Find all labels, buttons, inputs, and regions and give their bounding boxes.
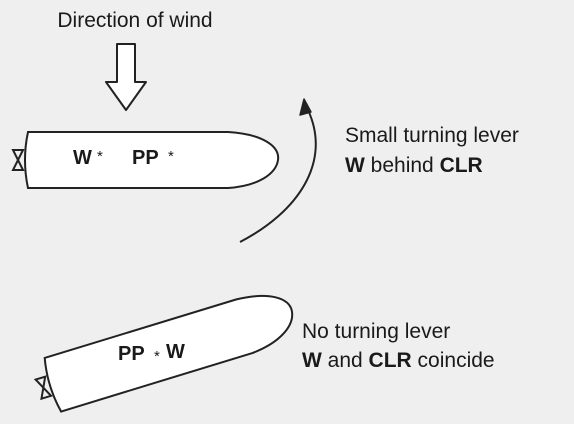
upper-ship-hull (24, 131, 280, 189)
upper-ship-rudder-icon (11, 149, 25, 171)
lower-caption-line1: No turning lever (302, 320, 450, 343)
lower-ship-w-label: W (166, 341, 185, 363)
lower-caption-mid: and (322, 349, 369, 372)
turning-arrowhead-icon (299, 98, 312, 116)
lower-caption-line2: W and CLR coincide (302, 349, 495, 372)
lower-ship-pp-label: PP (118, 343, 145, 365)
upper-ship-w-star-icon: * (97, 148, 103, 165)
turning-arrow-curve (239, 109, 317, 243)
upper-ship-pp-star-icon: * (168, 148, 174, 165)
lower-ship-star-icon: * (154, 348, 160, 365)
lower-caption-clr: CLR (369, 349, 412, 372)
wind-direction-label: Direction of wind (57, 9, 212, 32)
lower-caption-end: coincide (412, 349, 495, 372)
upper-caption-line2: W behind CLR (345, 154, 483, 177)
lower-ship-rudder-icon (33, 375, 53, 401)
lower-ship (33, 294, 294, 413)
upper-ship-pp-label: PP (132, 147, 159, 169)
upper-caption-line1: Small turning lever (345, 124, 519, 147)
upper-caption-w: W (345, 154, 365, 177)
upper-ship-w-label: W (73, 147, 92, 169)
wind-arrow-icon (105, 43, 147, 111)
upper-caption-mid: behind (365, 154, 440, 177)
lower-caption-w: W (302, 349, 322, 372)
lower-ship-hull (43, 294, 294, 413)
upper-caption-clr: CLR (440, 154, 483, 177)
